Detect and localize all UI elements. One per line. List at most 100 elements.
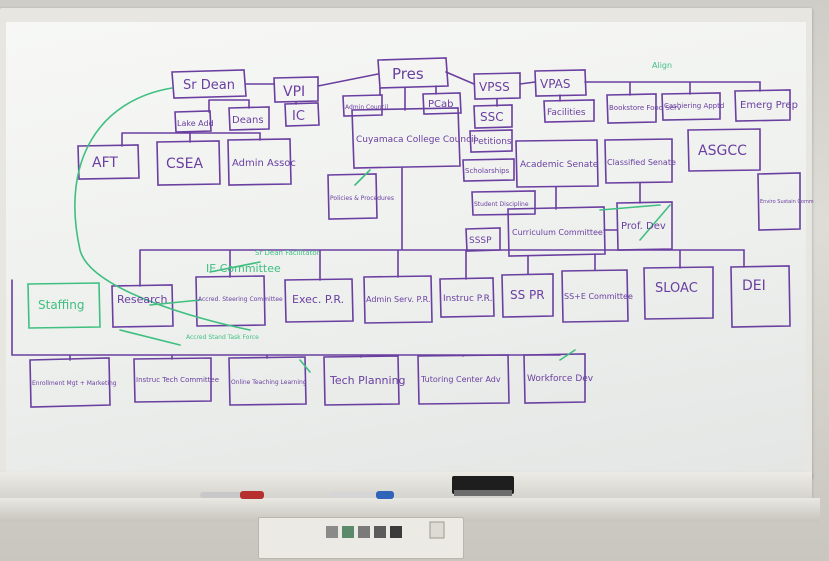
label-vpi: VPI: [283, 84, 305, 100]
label-csea: CSEA: [166, 156, 204, 172]
box-enviro: [757, 172, 801, 231]
box-admin-serv: [363, 275, 433, 324]
label-lake-add: Lake Add: [177, 119, 214, 128]
eraser: [452, 476, 514, 494]
label-admin-assoc: Admin Assoc: [232, 158, 296, 169]
label-ie-committee: IE Committee: [206, 262, 281, 275]
box-vpi: [273, 76, 319, 103]
box-vpss: [473, 72, 521, 100]
panel-button-2: [342, 526, 354, 538]
label-aft: AFT: [92, 155, 118, 171]
box-tech-planning: [323, 355, 400, 406]
box-dei: [730, 265, 791, 328]
box-instruc-tech: [133, 357, 212, 403]
panel-button-3: [358, 526, 370, 538]
label-admin-council: Admin Council: [345, 104, 388, 111]
label-dei: DEI: [742, 278, 766, 294]
label-sr-dean-note: Sr Dean Facilitator: [255, 249, 320, 257]
box-exec-pr: [284, 278, 354, 323]
box-prof-dev: [616, 201, 673, 251]
box-petitions: [469, 129, 513, 153]
box-sr-dean: [171, 69, 247, 99]
label-petitions: Petitions: [473, 137, 512, 147]
label-classified-senate: Classified Senate: [607, 158, 676, 167]
label-exec-pr: Exec. P.R.: [292, 293, 344, 306]
label-accred-task: Accred Stand Task Force: [186, 334, 259, 341]
marker-tray: [0, 472, 812, 502]
label-tutoring: Tutoring Center Adv: [420, 375, 501, 384]
label-curriculum: Curriculum Committee: [512, 228, 603, 237]
label-enviro: Enviro Sustain Comm: [760, 199, 814, 205]
node-labels: Pres Sr Dean VPI IC Lake Add Deans VPSS …: [32, 65, 814, 387]
label-enrollment: Enrollment Mgt + Marketing: [32, 380, 117, 387]
box-staffing: [27, 282, 101, 329]
box-pres: [377, 57, 449, 89]
box-aft: [77, 144, 140, 180]
box-admin-council: [342, 94, 383, 117]
label-emerg: Emerg Prep: [740, 100, 798, 111]
label-pcab: PCab: [428, 99, 454, 110]
label-college-council: Cuyamaca College Council: [356, 135, 476, 145]
label-policies: Policies & Procedures: [330, 195, 394, 202]
label-tech-planning: Tech Planning: [329, 374, 406, 387]
box-student-disc: [471, 190, 536, 216]
label-bookstore: Bookstore Food Serv: [609, 104, 681, 112]
box-deans: [228, 106, 270, 131]
panel-button-1: [326, 526, 338, 538]
box-facilities: [543, 99, 595, 123]
label-pres: Pres: [392, 65, 424, 83]
green-labels: Staffing IE Committee Sr Dean Facilitato…: [38, 61, 672, 341]
label-instruc-tech: Instruc Tech Committee: [136, 376, 219, 384]
box-csea: [156, 140, 221, 186]
label-ssc: SSC: [480, 110, 504, 124]
label-scholarships: Scholarships: [465, 167, 510, 175]
box-curriculum: [507, 206, 606, 257]
label-online: Online Teaching Learning: [231, 379, 307, 386]
label-facilities: Facilities: [547, 108, 586, 118]
box-emerg: [734, 89, 791, 122]
box-ss-pr: [501, 273, 554, 318]
label-vpas: VPAS: [540, 77, 571, 91]
box-accred: [195, 275, 266, 327]
marker-red-cap: [240, 491, 264, 499]
label-prof-dev: Prof. Dev: [621, 221, 666, 232]
label-instruc-pr: Instruc P.R.: [443, 294, 492, 304]
box-cashiering: [661, 92, 721, 121]
label-align: Align: [652, 61, 672, 70]
box-bookstore: [606, 93, 657, 124]
box-online: [228, 356, 307, 406]
box-academic-senate: [515, 139, 599, 188]
box-scholarships: [462, 158, 515, 182]
label-staffing: Staffing: [38, 298, 85, 312]
label-admin-serv: Admin Serv. P.R.: [366, 295, 430, 304]
label-vpss: VPSS: [479, 80, 510, 94]
marker-blue: [330, 492, 388, 498]
green-connectors: [74, 87, 671, 373]
box-instruc-pr: [439, 277, 495, 318]
label-accred: Accred. Steering Committee: [198, 296, 283, 303]
panel-button-4: [374, 526, 386, 538]
label-student-disc: Student Discipline: [474, 201, 529, 208]
panel-power: [429, 521, 445, 539]
box-policies: [327, 173, 378, 220]
label-deans: Deans: [232, 115, 264, 126]
label-cashiering: Cashiering Apptd: [664, 102, 724, 110]
box-lake-add: [174, 110, 212, 133]
box-pcab: [422, 92, 462, 115]
label-ss-pr: SS PR: [510, 288, 545, 302]
box-admin-assoc: [227, 138, 292, 186]
box-sse: [561, 269, 629, 323]
box-research: [111, 284, 174, 328]
label-ic: IC: [292, 109, 305, 124]
eraser-felt: [454, 490, 512, 496]
label-workforce: Workforce Dev: [527, 374, 594, 384]
label-sssp: SSSP: [469, 236, 492, 246]
label-sloac: SLOAC: [655, 281, 698, 296]
box-asgcc: [687, 128, 761, 172]
connector-lines: [11, 71, 761, 361]
label-sr-dean: Sr Dean: [183, 78, 235, 93]
label-asgcc: ASGCC: [698, 143, 747, 159]
box-vpas: [534, 69, 587, 97]
